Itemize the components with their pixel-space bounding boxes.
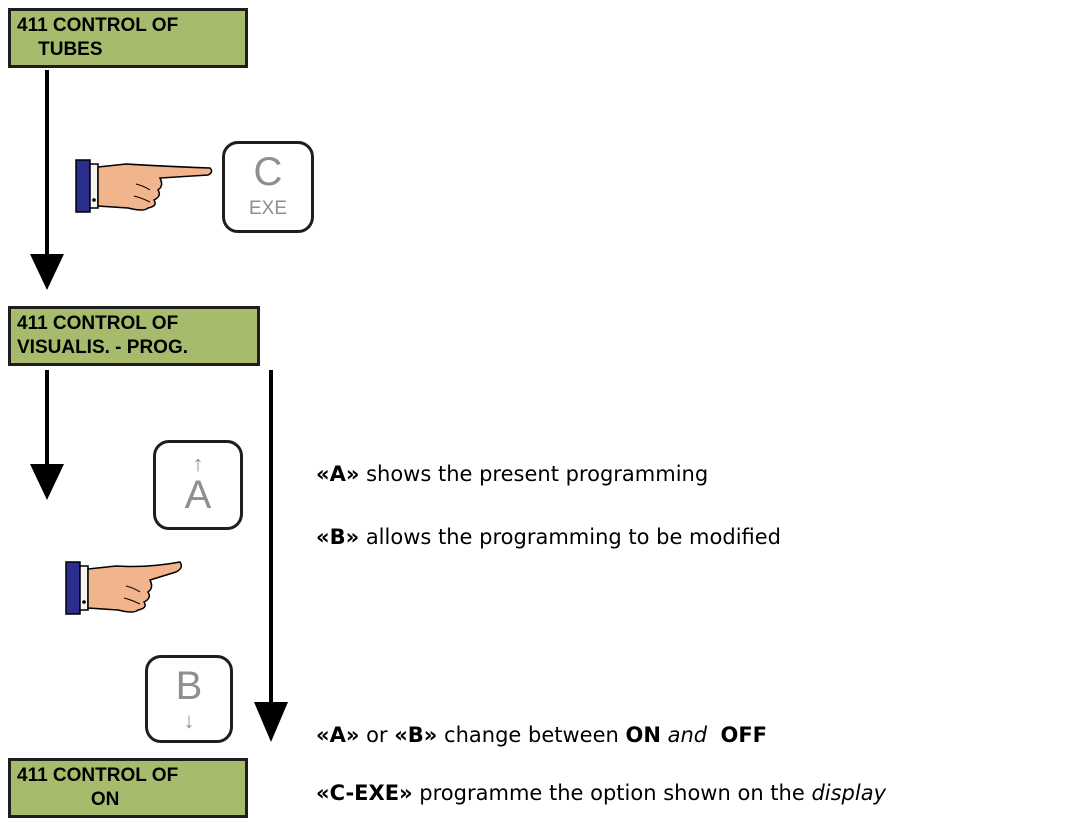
description-b-allows: «B» allows the programming to be modifie… bbox=[316, 525, 781, 549]
key-label-exe: EXE bbox=[248, 198, 288, 219]
or-text: or bbox=[359, 723, 395, 747]
a-key[interactable]: ↑ A bbox=[153, 440, 243, 530]
down-arrow-2 bbox=[30, 370, 64, 500]
description-text: change between bbox=[437, 723, 626, 747]
display-text: display bbox=[811, 781, 887, 805]
description-text: programme the option shown on the bbox=[412, 781, 812, 805]
description-text: shows the present programming bbox=[359, 462, 709, 486]
lcd-display-on: 411 CONTROL OF ON bbox=[8, 758, 248, 818]
description-ab-change: «A» or «B» change between ON and OFF bbox=[316, 723, 767, 747]
lcd-line-2: TUBES bbox=[17, 39, 103, 60]
down-arrow-3 bbox=[254, 370, 288, 742]
b-key[interactable]: B ↓ bbox=[145, 655, 233, 743]
key-ref-a: «A» bbox=[316, 723, 360, 747]
lcd-line-1: 411 CONTROL OF bbox=[17, 15, 179, 36]
pointing-hand-icon bbox=[75, 159, 213, 213]
key-ref-a: «A» bbox=[316, 462, 360, 486]
description-a-shows: «A» shows the present programming bbox=[316, 462, 708, 486]
lcd-line-2: ON bbox=[17, 789, 120, 810]
lcd-line-1: 411 CONTROL OF bbox=[17, 313, 179, 334]
off-text: OFF bbox=[720, 723, 768, 747]
arrow-down-icon: ↓ bbox=[183, 708, 195, 733]
down-arrow-1 bbox=[30, 70, 64, 290]
key-ref-cexe: «C-EXE» bbox=[316, 781, 413, 805]
c-exe-key[interactable]: C EXE bbox=[222, 141, 314, 233]
description-text: allows the programming to be modified bbox=[359, 525, 782, 549]
on-text: ON bbox=[625, 723, 661, 747]
key-label-c: C bbox=[253, 150, 283, 194]
lcd-display-visualis-prog: 411 CONTROL OF VISUALIS. - PROG. bbox=[8, 306, 260, 366]
key-ref-b: «B» bbox=[316, 525, 360, 549]
pointing-hand-icon bbox=[65, 561, 183, 615]
key-label-a: A bbox=[184, 473, 212, 517]
arrow-up-icon: ↑ bbox=[192, 451, 204, 476]
key-label-b: B bbox=[175, 664, 203, 708]
and-text: and bbox=[660, 723, 714, 747]
key-ref-b: «B» bbox=[394, 723, 438, 747]
lcd-display-tubes: 411 CONTROL OF TUBES bbox=[8, 8, 248, 68]
lcd-line-2: VISUALIS. - PROG. bbox=[17, 337, 189, 358]
description-cexe: «C-EXE» programme the option shown on th… bbox=[316, 781, 886, 805]
lcd-line-1: 411 CONTROL OF bbox=[17, 765, 179, 786]
